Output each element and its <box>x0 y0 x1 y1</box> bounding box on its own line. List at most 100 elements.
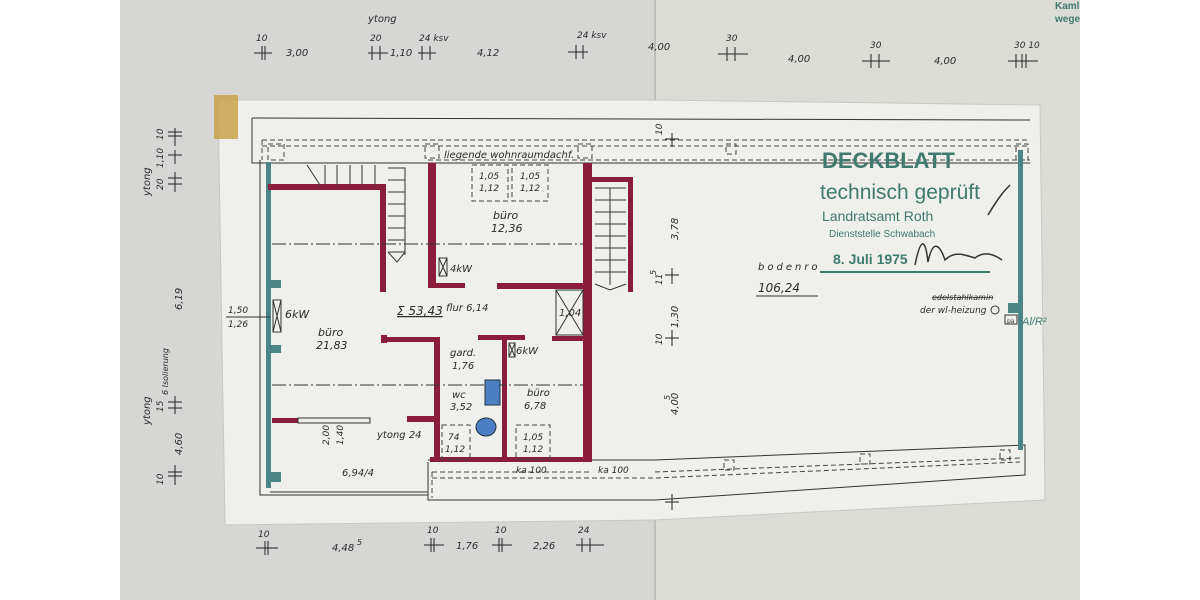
svg-text:1,12: 1,12 <box>520 184 540 194</box>
svg-text:büro: büro <box>318 326 343 339</box>
chimney-box <box>1004 314 1018 325</box>
svg-text:6,78: 6,78 <box>524 401 546 412</box>
side-window-label: 1,26 <box>228 320 248 330</box>
svg-text:3,78: 3,78 <box>670 218 681 240</box>
svg-text:10: 10 <box>655 333 665 345</box>
svg-text:4,60: 4,60 <box>174 433 185 455</box>
svg-text:8. Juli 1975: 8. Juli 1975 <box>833 251 908 267</box>
top-dimensions: ytong 10 20 24 ksv 24 ksv 30 30 30 10 3,… <box>254 14 1040 68</box>
ytong-label: ytong 24 <box>376 430 422 441</box>
bodenraum-label: bodenro <box>758 262 821 273</box>
svg-text:12,36: 12,36 <box>491 222 523 235</box>
window-labels: 1,05 1,12 1,05 1,12 74 1,12 1,05 1,12 <box>445 172 543 455</box>
flur-label: flur 6,14 <box>446 303 488 314</box>
windows <box>441 164 551 460</box>
svg-text:1,12: 1,12 <box>445 445 465 455</box>
svg-text:4,00: 4,00 <box>788 54 810 65</box>
svg-text:5: 5 <box>357 538 362 547</box>
svg-text:21,83: 21,83 <box>316 339 348 352</box>
door-label: 1,40 <box>336 425 346 445</box>
toilet-icon <box>475 417 497 437</box>
svg-text:30 10: 30 10 <box>1014 41 1040 51</box>
ka-label: ka 100 <box>598 466 629 476</box>
window-marker <box>271 280 281 288</box>
svg-text:15: 15 <box>156 400 166 412</box>
svg-text:2,26: 2,26 <box>533 541 555 552</box>
signature <box>914 184 1011 266</box>
exterior-wall-left <box>266 162 271 488</box>
svg-text:1,05: 1,05 <box>523 433 543 443</box>
svg-text:24: 24 <box>578 526 590 536</box>
svg-text:ytong: ytong <box>142 167 153 197</box>
svg-text:4,48: 4,48 <box>332 543 354 554</box>
chimney-label: der wl-heizung <box>920 306 987 316</box>
shaft <box>555 289 584 336</box>
svg-text:ytong: ytong <box>142 396 153 426</box>
axis-lines <box>272 243 583 386</box>
svg-text:10: 10 <box>256 34 268 44</box>
svg-text:4,00: 4,00 <box>670 393 681 415</box>
chimney-mark: pa <box>1007 318 1015 325</box>
svg-text:DECKBLATT: DECKBLATT <box>822 148 955 173</box>
approval-stamp: DECKBLATT technisch geprüft Landratsamt … <box>820 148 990 273</box>
interior-walls <box>268 163 633 462</box>
svg-text:ytong: ytong <box>367 14 397 25</box>
svg-text:10: 10 <box>258 530 270 540</box>
chimney-icon <box>990 305 1000 315</box>
corner-note: wege <box>1054 14 1080 25</box>
svg-text:1,76: 1,76 <box>456 541 478 552</box>
perimeter-label: 6,94/4 <box>342 468 374 479</box>
svg-text:30: 30 <box>726 34 738 44</box>
svg-text:1,05: 1,05 <box>520 172 540 182</box>
shaft-label: 1,04 <box>559 308 581 319</box>
roof-window-label: liegende wohnraumdachf. <box>444 150 574 161</box>
svg-text:10: 10 <box>427 526 439 536</box>
svg-text:1,30: 1,30 <box>670 306 681 328</box>
svg-text:6 Isolierung: 6 Isolierung <box>161 348 170 395</box>
tape <box>214 95 238 139</box>
svg-text:4,00: 4,00 <box>648 42 670 53</box>
svg-text:10: 10 <box>156 128 166 140</box>
svg-text:Landratsamt Roth: Landratsamt Roth <box>822 208 933 224</box>
bodenraum-area: 106,24 <box>758 281 800 295</box>
svg-text:74: 74 <box>448 433 460 443</box>
svg-text:1,12: 1,12 <box>479 184 499 194</box>
chimney-marker <box>1008 303 1018 313</box>
heater-label: 6kW <box>516 346 539 357</box>
svg-text:3,52: 3,52 <box>450 402 472 413</box>
heater-icon <box>272 257 516 358</box>
ka-label: ka 100 <box>516 466 547 476</box>
svg-text:4,00: 4,00 <box>934 56 956 67</box>
svg-text:11: 11 <box>655 274 665 285</box>
svg-text:technisch geprüft: technisch geprüft <box>820 181 980 204</box>
svg-text:24 ksv: 24 ksv <box>419 34 449 44</box>
svg-text:Dienststelle Schwabach: Dienststelle Schwabach <box>829 229 935 240</box>
svg-text:büro: büro <box>493 209 518 222</box>
svg-text:20: 20 <box>370 34 382 44</box>
svg-text:1,76: 1,76 <box>452 361 474 372</box>
svg-text:wc: wc <box>452 390 466 401</box>
svg-text:24 ksv: 24 ksv <box>577 31 607 41</box>
svg-text:10: 10 <box>156 473 166 485</box>
svg-text:1,12: 1,12 <box>523 445 543 455</box>
room-labels: büro 12,36 büro 21,83 gard. 1,76 wc 3,52… <box>316 209 550 413</box>
side-window-label: 1,50 <box>228 306 248 316</box>
heater-label: 6kW <box>285 308 310 321</box>
svg-text:1,05: 1,05 <box>479 172 499 182</box>
svg-text:10: 10 <box>655 123 665 135</box>
left-dimensions: 10 1,10 20 ytong 6,19 15 6 Isolierung yt… <box>142 128 185 485</box>
svg-text:20: 20 <box>156 178 166 190</box>
svg-text:büro: büro <box>527 388 550 399</box>
roof-outline <box>251 117 1031 501</box>
chimney-label: edelstahlkamin <box>932 293 993 302</box>
heater-label: 4kW <box>450 264 473 275</box>
window-marker <box>271 345 281 353</box>
corner-note: Kaml <box>1055 1 1080 12</box>
svg-text:5: 5 <box>649 270 658 275</box>
window-marker <box>271 472 281 482</box>
svg-text:gard.: gard. <box>450 348 476 359</box>
svg-text:1,10: 1,10 <box>156 148 166 168</box>
svg-text:30: 30 <box>870 41 882 51</box>
svg-text:6,19: 6,19 <box>174 288 185 310</box>
svg-text:4,12: 4,12 <box>477 48 499 59</box>
